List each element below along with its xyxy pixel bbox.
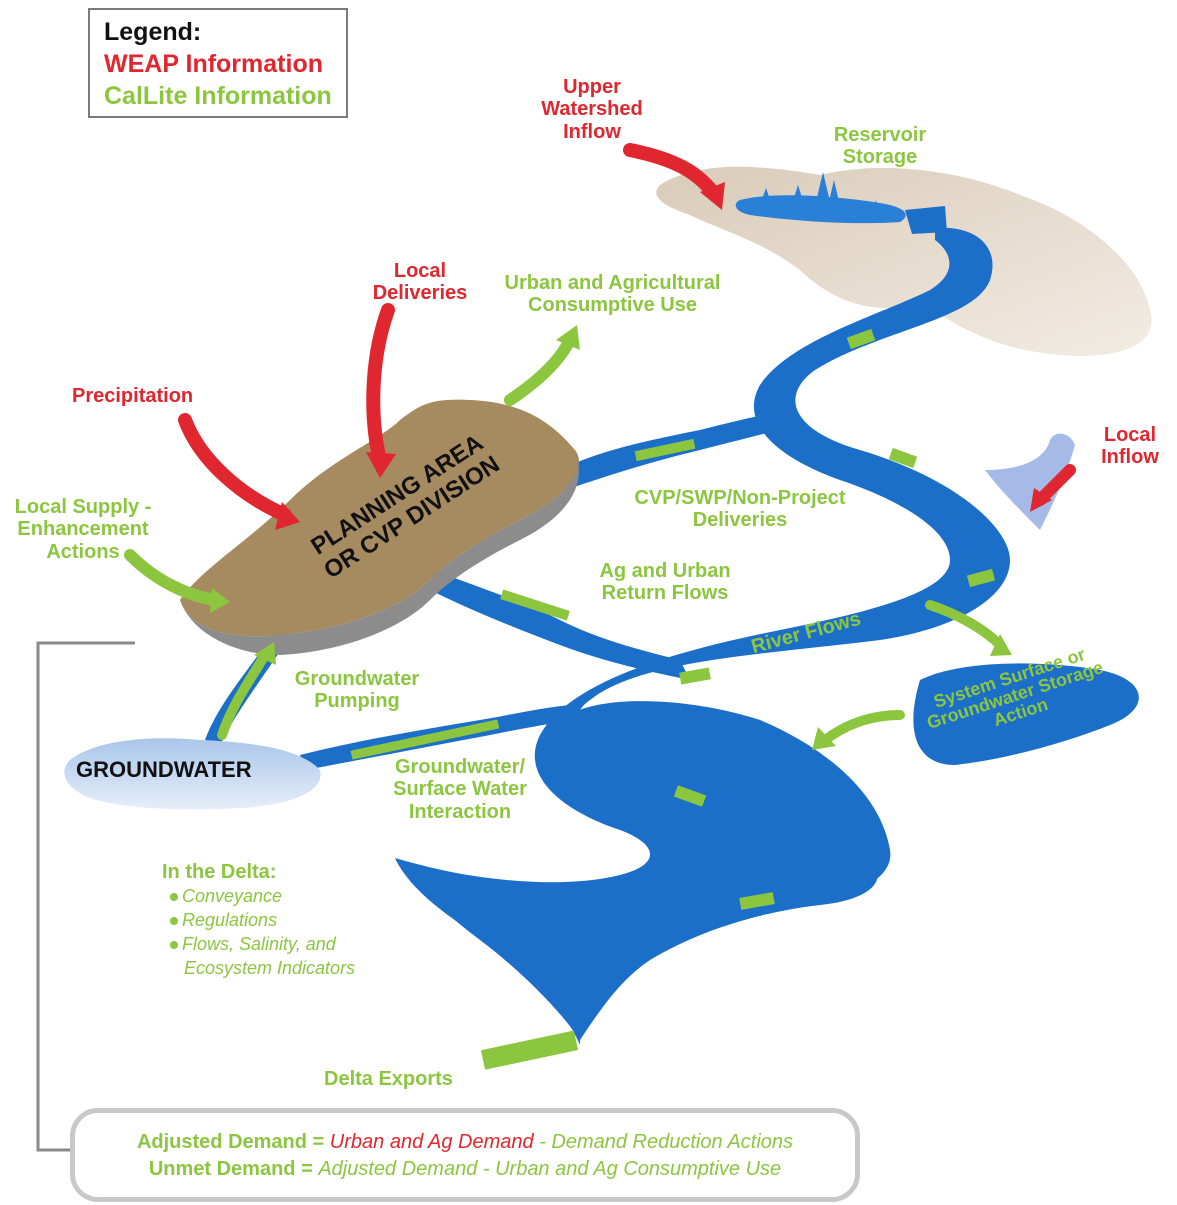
local-inflow-arrowhead <box>1030 488 1052 512</box>
label-cvp-deliveries: CVP/SWP/Non-Project Deliveries <box>634 487 846 532</box>
legend-callite: CalLite Information <box>104 82 332 110</box>
river-flow-arrows <box>350 328 996 910</box>
formula1-a: Urban and Ag Demand <box>329 1131 534 1153</box>
planning-area-land <box>180 399 579 637</box>
label-upper-watershed: Upper Watershed Inflow <box>541 76 643 143</box>
delta-heading: In the Delta: <box>162 861 277 883</box>
local-deliveries-arrowhead <box>366 452 396 478</box>
label-reservoir-storage: Reservoir Storage <box>833 124 927 169</box>
label-gw-sw-interaction: Groundwater/ Surface Water Interaction <box>393 756 527 823</box>
formula1-lhs: Adjusted Demand = <box>136 1131 325 1153</box>
label-groundwater: GROUNDWATER <box>76 757 252 782</box>
trees <box>760 172 882 222</box>
label-local-deliveries: Local Deliveries <box>372 260 468 305</box>
delta-item: Regulations <box>162 908 355 932</box>
label-local-inflow: Local Inflow <box>1101 424 1159 469</box>
label-ag-return: Ag and Urban Return Flows <box>599 560 731 605</box>
formula-line-1: Adjusted Demand = Urban and Ag Demand - … <box>75 1129 855 1156</box>
bullet-icon <box>170 893 178 902</box>
label-precipitation: Precipitation <box>72 385 194 407</box>
legend-title: Legend: <box>104 18 202 46</box>
formula-box: Adjusted Demand = Urban and Ag Demand - … <box>70 1108 860 1202</box>
delta-notes: In the Delta: Conveyance Regulations Flo… <box>162 860 355 980</box>
formula-connector <box>36 641 135 1152</box>
label-delta-exports: Delta Exports <box>324 1068 453 1090</box>
consumptive-use-arrow <box>504 334 576 406</box>
groundwater-area <box>64 738 321 810</box>
return-channel <box>430 570 690 680</box>
consumptive-use-arrowhead <box>556 325 580 350</box>
planning-area-edge <box>180 450 579 655</box>
pumping-arrow <box>217 650 270 740</box>
delta-export-arrow <box>480 1030 579 1070</box>
storage-arrowhead-out <box>812 727 836 750</box>
local-inflow-stream <box>985 433 1075 530</box>
precipitation-arrow <box>178 413 292 522</box>
dam <box>905 206 947 234</box>
delta-river <box>395 701 891 1045</box>
upper-watershed-arrowhead <box>700 182 725 210</box>
reservoir <box>735 195 906 224</box>
formula-line-2: Unmet Demand = Adjusted Demand - Urban a… <box>75 1156 855 1183</box>
legend-weap: WEAP Information <box>104 50 323 78</box>
bullet-icon <box>170 941 178 950</box>
label-urban-ag-use: Urban and Agricultural Consumptive Use <box>504 272 721 317</box>
delta-item: Conveyance <box>162 884 355 908</box>
delta-item-continued: Ecosystem Indicators <box>184 958 356 978</box>
delta-item: Flows, Salinity, and <box>162 932 355 956</box>
bullet-icon <box>170 917 178 926</box>
formula1-b: - Demand Reduction Actions <box>539 1131 794 1153</box>
local-supply-arrowhead <box>210 588 230 613</box>
formula2-lhs: Unmet Demand = <box>148 1158 313 1180</box>
storage-arrowhead-in <box>990 634 1012 656</box>
local-deliveries-arrow <box>366 303 395 467</box>
label-groundwater-pumping: Groundwater Pumping <box>294 668 420 713</box>
pumping-arrowhead <box>254 642 276 665</box>
formula2-a: Adjusted Demand - Urban and Ag Consumpti… <box>318 1158 782 1180</box>
local-supply-arrow <box>124 549 221 606</box>
storage-arrow-out <box>820 710 905 745</box>
label-local-supply: Local Supply - Enhancement Actions <box>14 496 152 563</box>
storage-arrow-in <box>925 600 1005 650</box>
storage-lake <box>913 663 1139 765</box>
precipitation-arrowhead <box>275 502 300 530</box>
legend-box: Legend: WEAP Information CalLite Informa… <box>88 8 348 118</box>
